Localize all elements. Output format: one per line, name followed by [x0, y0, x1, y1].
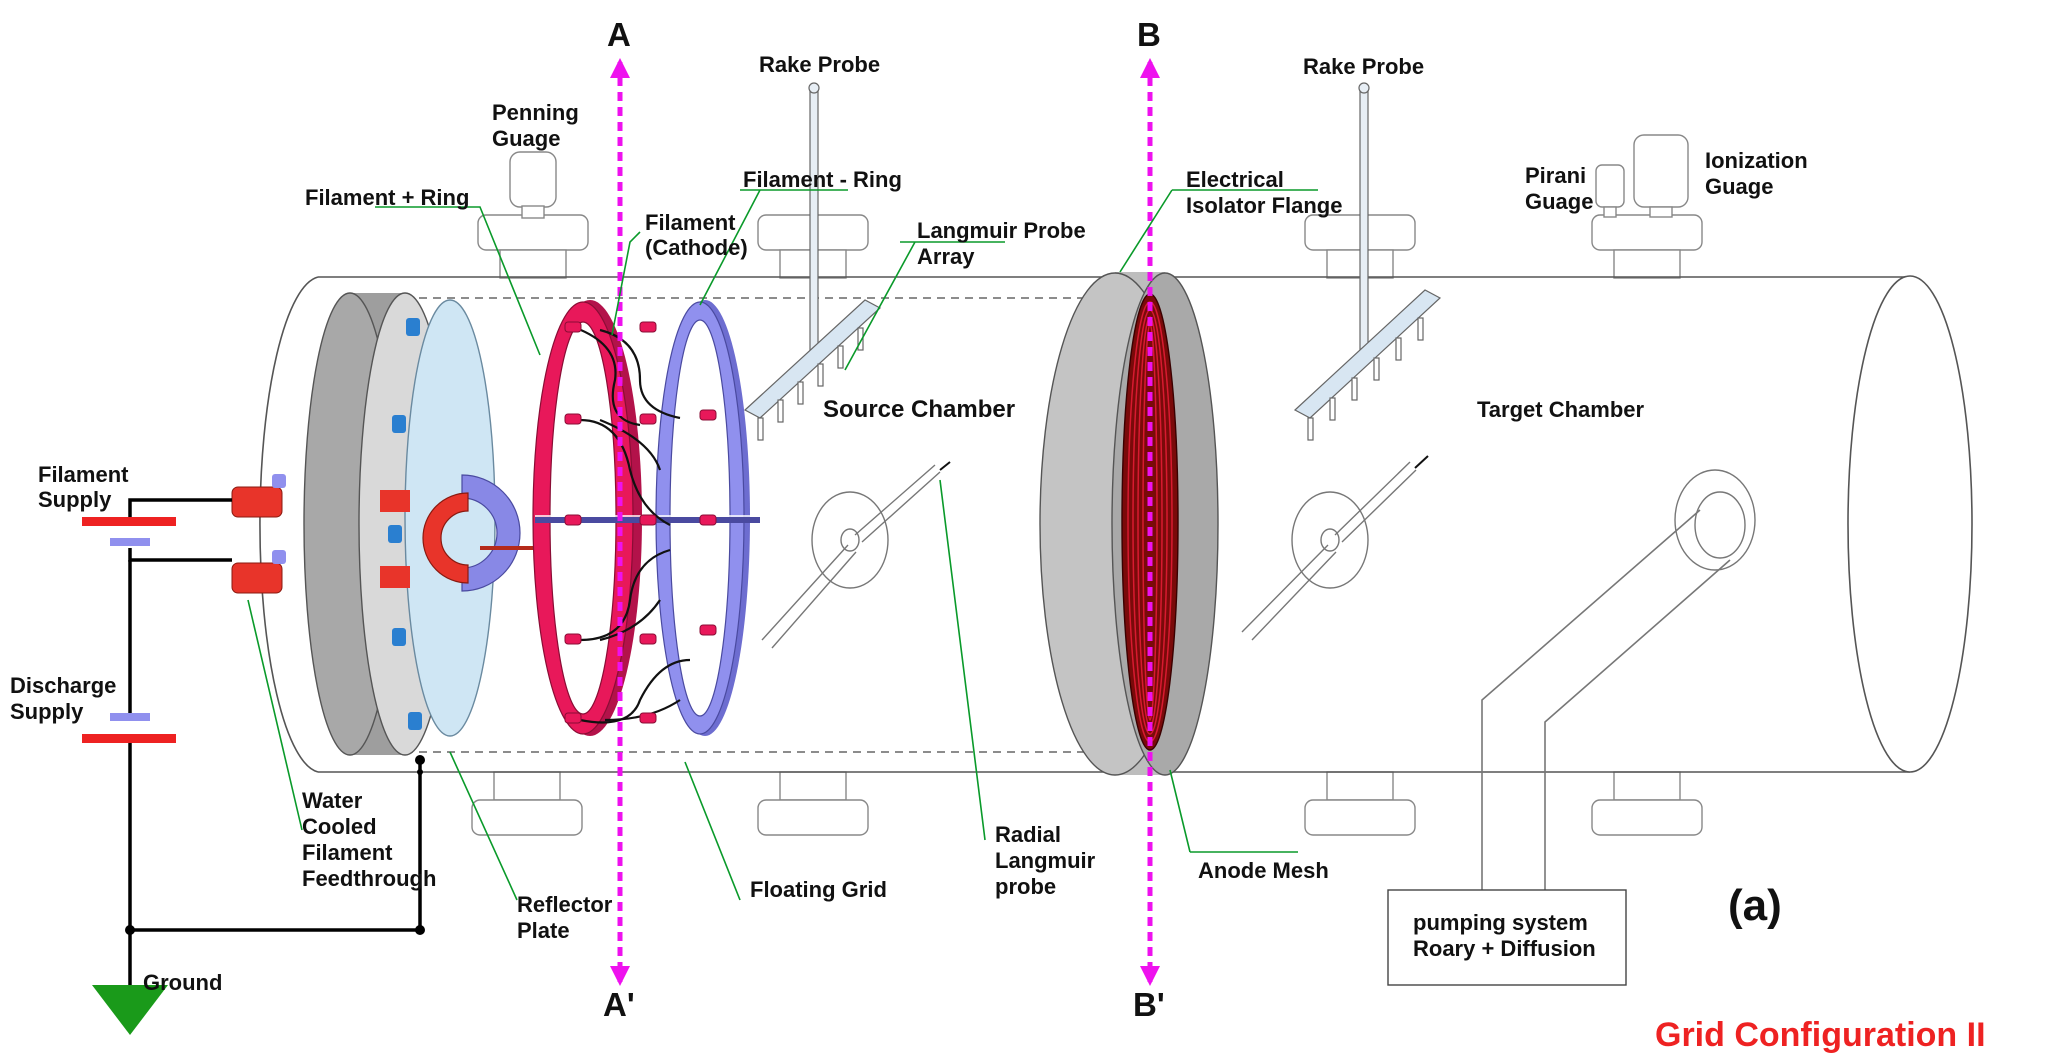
label-penning-2: Guage — [492, 126, 560, 151]
label-filament-supply-1: Filament — [38, 462, 129, 487]
gauge-port — [1591, 134, 1703, 279]
section-line-b — [1140, 58, 1160, 986]
section-label-b-prime: B' — [1133, 986, 1165, 1023]
label-pumping-1: pumping system — [1413, 910, 1588, 935]
label-penning-1: Penning — [492, 100, 579, 125]
rake-probe-1 — [743, 82, 882, 441]
diagram-title: Grid Configuration II — [1655, 1016, 1986, 1054]
ground-symbol — [92, 985, 168, 1035]
section-label-a-prime: A' — [603, 986, 635, 1023]
rake-probe-2 — [1293, 82, 1442, 441]
pirani-gauge-body — [1595, 164, 1625, 208]
electrical-circuit — [82, 498, 425, 1035]
label-reflector-1: Reflector — [517, 892, 613, 917]
label-pirani-1: Pirani — [1525, 163, 1586, 188]
label-water-cooled-3: Filament — [302, 840, 393, 865]
component-labels: Rake Probe Rake Probe Penning Guage Fila… — [10, 52, 1986, 1054]
label-water-cooled-1: Water — [302, 788, 363, 813]
leader-lines — [247, 189, 1318, 901]
bottom-ports — [471, 771, 1703, 836]
pumping-system-box — [1387, 889, 1627, 986]
section-label-b: B — [1137, 16, 1161, 53]
label-rake-probe-1: Rake Probe — [759, 52, 880, 77]
label-pirani-2: Guage — [1525, 189, 1593, 214]
discharge-supply-battery — [82, 713, 176, 743]
label-discharge-supply-2: Supply — [10, 699, 84, 724]
label-filament-cathode-2: (Cathode) — [645, 235, 748, 260]
label-radial-langmuir-2: Langmuir — [995, 848, 1096, 873]
label-discharge-supply-1: Discharge — [10, 673, 116, 698]
label-filament-supply-2: Supply — [38, 487, 112, 512]
penning-port — [477, 151, 589, 279]
label-rake-probe-2: Rake Probe — [1303, 54, 1424, 79]
label-reflector-2: Plate — [517, 918, 570, 943]
label-isolator-1: Electrical — [1186, 167, 1284, 192]
label-radial-langmuir-1: Radial — [995, 822, 1061, 847]
ionization-gauge-body — [1633, 134, 1689, 208]
label-ionization-2: Guage — [1705, 174, 1773, 199]
radial-langmuir-probe-2 — [1241, 455, 1429, 641]
water-cooled-filament-feedthrough — [231, 474, 410, 594]
label-ionization-1: Ionization — [1705, 148, 1808, 173]
label-water-cooled-2: Cooled — [302, 814, 377, 839]
label-isolator-2: Isolator Flange — [1186, 193, 1342, 218]
section-label-a: A — [607, 16, 631, 53]
pumping-port — [1481, 469, 1756, 890]
section-labels: A A' B B' — [603, 16, 1165, 1023]
label-anode-mesh: Anode Mesh — [1198, 858, 1329, 883]
label-water-cooled-4: Feedthrough — [302, 866, 436, 891]
label-langmuir-array-2: Array — [917, 244, 975, 269]
vacuum-chamber-cylinder — [259, 275, 1973, 773]
label-langmuir-array-1: Langmuir Probe — [917, 218, 1086, 243]
target-end-plate — [1847, 275, 1973, 773]
section-line-a — [610, 58, 630, 986]
label-filament-minus-ring: Filament - Ring — [743, 167, 902, 192]
label-floating-grid: Floating Grid — [750, 877, 887, 902]
filament-cathode — [535, 321, 760, 724]
label-source-chamber: Source Chamber — [823, 396, 1015, 423]
label-target-chamber: Target Chamber — [1477, 397, 1645, 422]
panel-tag: (a) — [1728, 881, 1782, 930]
label-filament-plus-ring: Filament + Ring — [305, 185, 469, 210]
label-pumping-2: Roary + Diffusion — [1413, 936, 1596, 961]
label-radial-langmuir-3: probe — [995, 874, 1056, 899]
label-filament-cathode-1: Filament — [645, 210, 736, 235]
radial-langmuir-probe-1 — [761, 461, 951, 649]
filament-supply-battery — [82, 517, 176, 546]
label-ground: Ground — [143, 970, 222, 995]
